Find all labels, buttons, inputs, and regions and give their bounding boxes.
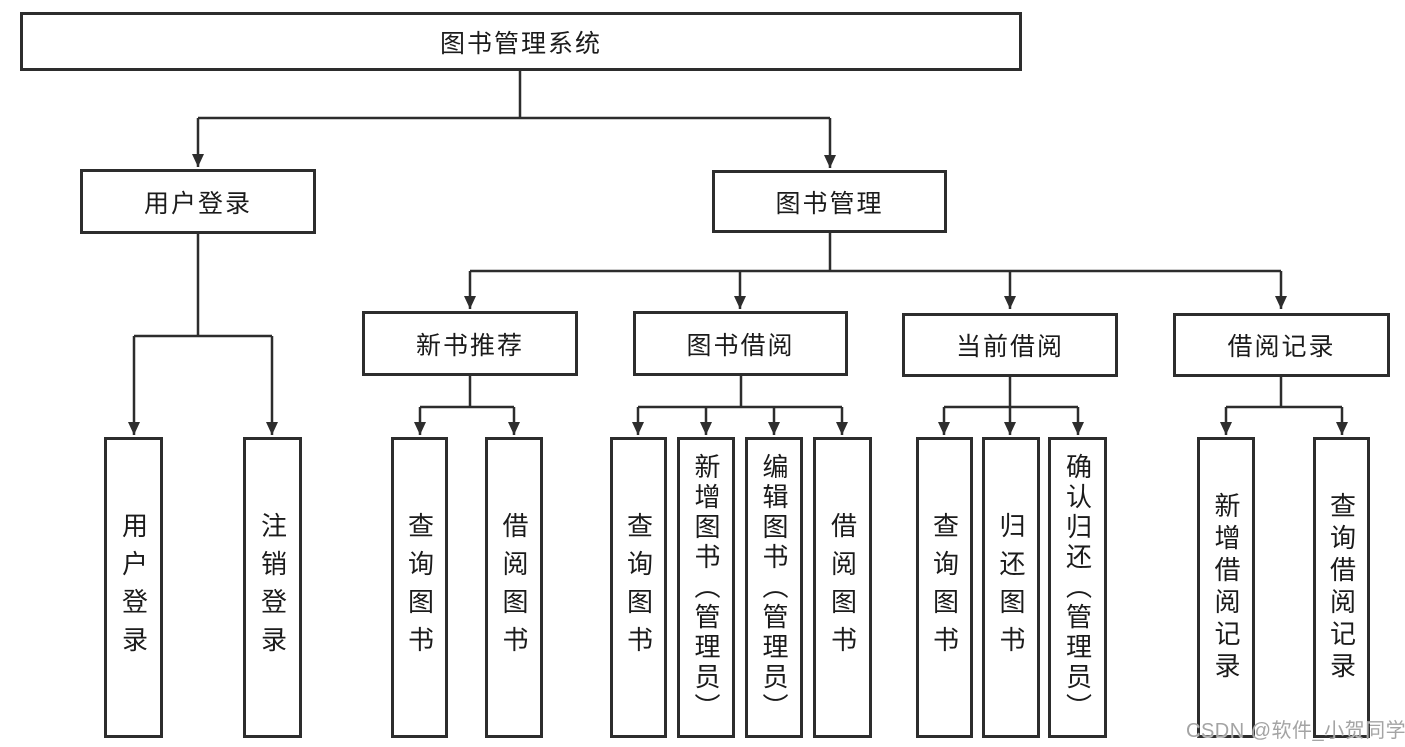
leaf-query-books-1-label: 查询图书 xyxy=(404,511,435,664)
node-borrowing-records: 借阅记录 xyxy=(1173,313,1390,377)
leaf-borrow-books-2: 借阅图书 xyxy=(813,437,872,738)
node-user-login-label: 用户登录 xyxy=(143,189,252,218)
node-current-borrowing-label: 当前借阅 xyxy=(955,333,1064,361)
node-user-login: 用户登录 xyxy=(80,169,316,234)
leaf-add-borrow-record-label: 新增借阅记录 xyxy=(1211,491,1241,684)
leaf-user-login: 用户登录 xyxy=(104,437,163,738)
leaf-add-book-admin-label: 新增图书（管理员） xyxy=(691,452,721,723)
leaf-query-books-3: 查询图书 xyxy=(916,437,973,738)
leaf-edit-book-admin-label: 编辑图书（管理员） xyxy=(759,452,789,723)
node-new-book-recommend-label: 新书推荐 xyxy=(415,331,524,360)
leaf-confirm-return-admin: 确认归还（管理员） xyxy=(1048,437,1107,738)
leaf-query-borrow-record: 查询借阅记录 xyxy=(1313,437,1370,738)
leaf-add-borrow-record: 新增借阅记录 xyxy=(1197,437,1255,738)
node-current-borrowing: 当前借阅 xyxy=(902,313,1118,377)
leaf-user-login-label: 用户登录 xyxy=(118,511,149,664)
leaf-return-book-label: 归还图书 xyxy=(996,511,1026,664)
leaf-query-books-3-label: 查询图书 xyxy=(929,511,960,664)
node-book-borrowing-label: 图书借阅 xyxy=(686,331,795,360)
leaf-confirm-return-admin-label: 确认归还（管理员） xyxy=(1062,452,1093,723)
node-book-management-label: 图书管理 xyxy=(775,189,884,218)
leaf-add-book-admin: 新增图书（管理员） xyxy=(677,437,735,738)
leaf-edit-book-admin: 编辑图书（管理员） xyxy=(745,437,803,738)
node-borrowing-records-label: 借阅记录 xyxy=(1227,333,1336,361)
leaf-borrow-books-1-label: 借阅图书 xyxy=(499,511,529,664)
node-new-book-recommend: 新书推荐 xyxy=(362,311,578,376)
node-root-label: 图书管理系统 xyxy=(439,29,602,58)
leaf-query-books-2-label: 查询图书 xyxy=(623,511,654,664)
leaf-logout-label: 注销登录 xyxy=(257,511,288,664)
node-book-management: 图书管理 xyxy=(712,170,947,233)
leaf-return-book: 归还图书 xyxy=(982,437,1040,738)
leaf-query-borrow-record-label: 查询借阅记录 xyxy=(1326,491,1357,684)
node-book-borrowing: 图书借阅 xyxy=(633,311,848,376)
leaf-borrow-books-2-label: 借阅图书 xyxy=(827,511,858,664)
node-root: 图书管理系统 xyxy=(20,12,1022,71)
leaf-query-books-2: 查询图书 xyxy=(610,437,667,738)
watermark: CSDN @软件_小贺同学 xyxy=(1186,720,1405,742)
leaf-borrow-books-1: 借阅图书 xyxy=(485,437,543,738)
leaf-query-books-1: 查询图书 xyxy=(391,437,448,738)
leaf-logout: 注销登录 xyxy=(243,437,302,738)
